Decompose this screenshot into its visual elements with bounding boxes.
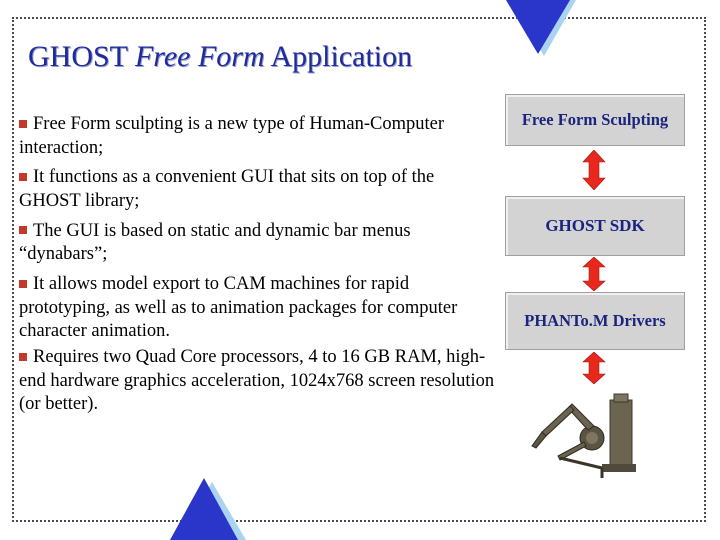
bullet-icon: [19, 226, 27, 235]
blue-triangle-icon: [506, 0, 576, 56]
double-arrow-icon: [582, 257, 606, 291]
bullet-item: It allows model export to CAM machines f…: [19, 274, 458, 342]
blue-triangle-icon: [170, 478, 246, 540]
ghost-sdk-box: GHOST SDK: [505, 196, 685, 256]
bullet-icon: [19, 119, 27, 128]
bullet-icon: [19, 279, 27, 288]
phantom-haptic-device-image: [531, 393, 636, 478]
bullet-item: The GUI is based on static and dynamic b…: [19, 220, 411, 265]
phantom-drivers-box: PHANTo.M Drivers: [505, 292, 685, 350]
bullet-list: Free Form sculpting is a new type of Hum…: [19, 113, 499, 423]
double-arrow-icon: [582, 352, 606, 384]
bullet-item: It functions as a convenient GUI that si…: [19, 167, 435, 212]
bullet-icon: [19, 173, 27, 182]
bullet-item: Free Form sculpting is a new type of Hum…: [19, 114, 445, 158]
slide-title: GHOST Free Form Application: [28, 40, 413, 73]
bullet-item: Requires two Quad Core processors, 4 to …: [19, 347, 495, 415]
double-arrow-icon: [582, 150, 606, 190]
bullet-icon: [19, 352, 27, 361]
free-form-sculpting-box: Free Form Sculpting: [505, 94, 685, 146]
slide-frame: [12, 17, 706, 522]
